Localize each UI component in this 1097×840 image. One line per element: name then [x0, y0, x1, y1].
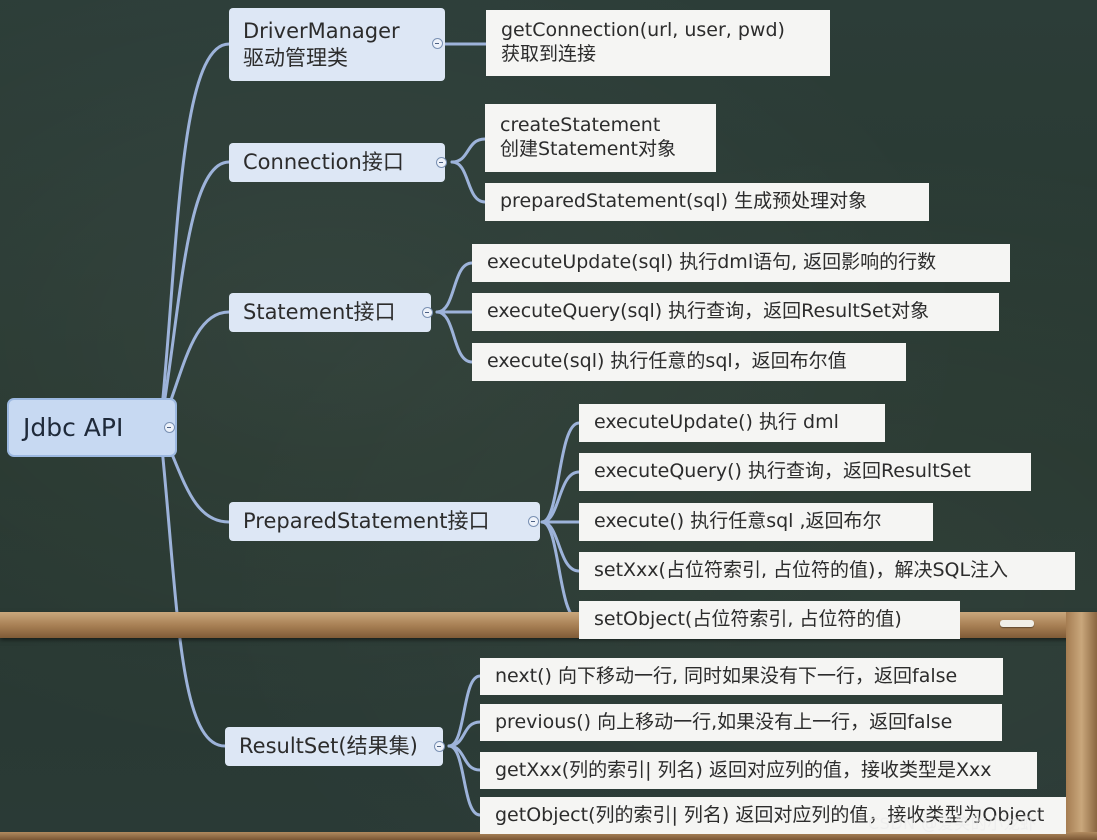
collapse-toggle-root-icon[interactable]: [164, 422, 175, 433]
leaf-prepared-set-object[interactable]: setObject(占位符索引, 占位符的值): [579, 601, 960, 639]
leaf-get-connection-line1: getConnection(url, user, pwd): [501, 19, 785, 42]
connector-root-driver-manager: [158, 42, 231, 430]
leaf-statement-execute-text: execute(sql) 执行任意的sql，返回布尔值: [487, 350, 847, 373]
branch-driver-manager-label: DriverManager: [243, 19, 400, 44]
leaf-statement-execute-update[interactable]: executeUpdate(sql) 执行dml语句, 返回影响的行数: [472, 244, 1010, 282]
branch-result-set[interactable]: ResultSet(结果集): [225, 727, 443, 766]
collapse-toggle-result-set-icon[interactable]: [434, 741, 445, 752]
leaf-statement-execute-query-text: executeQuery(sql) 执行查询，返回ResultSet对象: [487, 300, 930, 323]
board-frame-bottom: [0, 832, 1097, 840]
branch-result-set-label: ResultSet(结果集): [239, 734, 418, 759]
collapse-toggle-driver-manager-icon[interactable]: [432, 38, 443, 49]
leaf-prepared-execute[interactable]: execute() 执行任意sql ,返回布尔: [579, 503, 933, 541]
branch-driver-manager-sublabel: 驱动管理类: [243, 45, 348, 70]
leaf-get-connection-line2: 获取到连接: [501, 43, 597, 65]
watermark: CSDN @爱笑的小龙虾: [868, 814, 1037, 833]
connector-connection-c2: [450, 160, 487, 204]
connector-prepared-c4: [540, 520, 581, 573]
branch-connection-label: Connection接口: [243, 150, 404, 175]
leaf-prepared-execute-text: execute() 执行任意sql ,返回布尔: [594, 510, 882, 533]
collapse-toggle-prepared-statement-icon[interactable]: [528, 516, 539, 527]
leaf-result-set-get-object-text: getObject(列的索引| 列名) 返回对应列的值，接收类型为Object: [495, 803, 1045, 826]
branch-statement[interactable]: Statement接口: [229, 293, 431, 332]
leaf-statement-execute[interactable]: execute(sql) 执行任意的sql，返回布尔值: [472, 343, 906, 381]
collapse-toggle-connection-icon[interactable]: [436, 157, 447, 168]
leaf-result-set-get-xxx-text: getXxx(列的索引| 列名) 返回对应列的值，接收类型是Xxx: [495, 758, 992, 781]
leaf-prepared-execute-update[interactable]: executeUpdate() 执行 dml: [579, 404, 885, 442]
root-node-jdbc-api[interactable]: Jdbc API: [7, 398, 177, 457]
connector-root-result-set: [158, 426, 227, 748]
leaf-prepared-set-xxx-text: setXxx(占位符索引, 占位符的值)，解决SQL注入: [594, 559, 1009, 582]
leaf-prepared-set-object-text: setObject(占位符索引, 占位符的值): [594, 608, 902, 631]
branch-prepared-statement-label: PreparedStatement接口: [243, 509, 490, 534]
branch-connection[interactable]: Connection接口: [229, 143, 445, 182]
connector-result-set-c1: [447, 674, 482, 748]
branch-prepared-statement[interactable]: PreparedStatement接口: [229, 502, 540, 541]
leaf-create-statement-line2: 创建Statement对象: [500, 138, 676, 160]
collapse-toggle-statement-icon[interactable]: [422, 307, 433, 318]
leaf-statement-execute-update-text: executeUpdate(sql) 执行dml语句, 返回影响的行数: [487, 251, 937, 274]
leaf-create-statement[interactable]: createStatement 创建Statement对象: [485, 104, 716, 172]
leaf-prepared-execute-query[interactable]: executeQuery() 执行查询，返回ResultSet: [579, 453, 1031, 491]
leaf-prepared-statement[interactable]: preparedStatement(sql) 生成预处理对象: [485, 183, 929, 221]
leaf-result-set-previous-text: previous() 向上移动一行,如果没有上一行，返回false: [495, 710, 953, 733]
connector-prepared-c2: [540, 470, 581, 524]
leaf-prepared-execute-update-text: executeUpdate() 执行 dml: [594, 411, 839, 434]
leaf-create-statement-line1: createStatement: [500, 114, 661, 137]
connector-statement-c1: [435, 261, 474, 314]
leaf-result-set-next[interactable]: next() 向下移动一行, 同时如果没有下一行，返回false: [480, 658, 1003, 695]
root-node-label: Jdbc API: [23, 412, 124, 442]
connector-prepared-c1: [540, 421, 581, 524]
leaf-result-set-next-text: next() 向下移动一行, 同时如果没有下一行，返回false: [495, 664, 958, 687]
leaf-result-set-get-object[interactable]: getObject(列的索引| 列名) 返回对应列的值，接收类型为Object: [480, 797, 1066, 834]
leaf-result-set-previous[interactable]: previous() 向上移动一行,如果没有上一行，返回false: [480, 704, 1002, 741]
connector-connection-c1: [450, 137, 487, 164]
leaf-prepared-statement-line1: preparedStatement(sql) 生成预处理对象: [500, 190, 868, 213]
branch-driver-manager[interactable]: DriverManager 驱动管理类: [229, 8, 445, 81]
leaf-result-set-get-xxx[interactable]: getXxx(列的索引| 列名) 返回对应列的值，接收类型是Xxx: [480, 752, 1037, 789]
leaf-statement-execute-query[interactable]: executeQuery(sql) 执行查询，返回ResultSet对象: [472, 293, 999, 331]
connector-root-connection: [158, 160, 231, 430]
connector-result-set-c4: [447, 744, 482, 817]
connector-statement-c3: [435, 310, 474, 364]
leaf-prepared-execute-query-text: executeQuery() 执行查询，返回ResultSet: [594, 460, 971, 483]
chalk-stick: [1000, 620, 1034, 627]
leaf-prepared-set-xxx[interactable]: setXxx(占位符索引, 占位符的值)，解决SQL注入: [579, 552, 1075, 590]
branch-statement-label: Statement接口: [243, 300, 396, 325]
leaf-get-connection[interactable]: getConnection(url, user, pwd) 获取到连接: [486, 10, 830, 76]
board-frame-right: [1066, 612, 1097, 840]
